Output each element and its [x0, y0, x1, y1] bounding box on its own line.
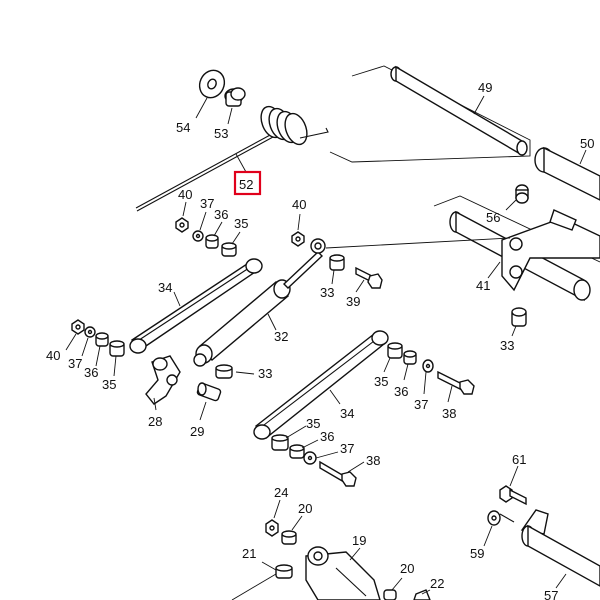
bolt-38-lower[interactable]: [319, 460, 357, 487]
label-19: 19: [352, 533, 366, 548]
label-40-center: 40: [292, 197, 306, 212]
label-38-lower: 38: [366, 453, 380, 468]
shaft-50[interactable]: [534, 146, 600, 201]
washer-54[interactable]: [195, 66, 229, 102]
link-34-lower[interactable]: [253, 330, 389, 440]
label-37-upper: 37: [200, 196, 214, 211]
collar-33-lower[interactable]: [215, 364, 233, 379]
label-40-upper: 40: [178, 187, 192, 202]
washer-37-left[interactable]: [84, 326, 96, 338]
label-33-center: 33: [320, 285, 334, 300]
label-32: 32: [274, 329, 288, 344]
label-20-upper: 20: [298, 501, 312, 516]
label-50: 50: [580, 136, 594, 151]
spacer-36-lower[interactable]: [289, 444, 305, 459]
label-36-left: 36: [84, 365, 98, 380]
link-34-upper[interactable]: [129, 258, 263, 354]
nut-40-center[interactable]: [291, 231, 305, 247]
spacer-36-left[interactable]: [95, 332, 109, 347]
arm-19[interactable]: [305, 546, 381, 600]
shaft-49[interactable]: [390, 65, 528, 157]
nut-24[interactable]: [265, 519, 279, 537]
label-34-upper: 34: [158, 280, 172, 295]
label-37-mid: 37: [414, 397, 428, 412]
nut-40-left[interactable]: [71, 319, 85, 335]
label-38-upper: 38: [442, 406, 456, 421]
label-35-left: 35: [102, 377, 116, 392]
bushing-35-lower[interactable]: [271, 434, 289, 451]
bushing-35-mid[interactable]: [387, 342, 403, 359]
collar-53[interactable]: [224, 87, 246, 107]
nut-40-upper[interactable]: [175, 217, 189, 233]
label-53: 53: [214, 126, 228, 141]
washer-37-upper[interactable]: [192, 230, 204, 242]
spacer-36-mid[interactable]: [403, 350, 417, 365]
label-49: 49: [478, 80, 492, 95]
bolt-61[interactable]: [499, 485, 527, 506]
label-22: 22: [430, 576, 444, 591]
bolt-38-upper[interactable]: [437, 370, 475, 395]
washer-37-mid[interactable]: [422, 359, 434, 373]
highlight-box-52: [233, 170, 262, 196]
bracket-28[interactable]: [145, 355, 181, 405]
label-54: 54: [176, 120, 190, 135]
label-37-left: 37: [68, 356, 82, 371]
washer-37-lower[interactable]: [303, 451, 317, 465]
detail-frame-49: [329, 65, 531, 163]
bushing-35-upper[interactable]: [221, 242, 237, 257]
label-61: 61: [512, 452, 526, 467]
label-40-left: 40: [46, 348, 60, 363]
bushing-20-upper[interactable]: [281, 530, 297, 545]
collar-33-center[interactable]: [329, 254, 345, 271]
label-33-lower: 33: [258, 366, 272, 381]
collar-33-right[interactable]: [511, 307, 527, 327]
pivot-arm-41[interactable]: [449, 209, 600, 302]
label-20-lower: 20: [400, 561, 414, 576]
label-24: 24: [274, 485, 288, 500]
label-33-right: 33: [500, 338, 514, 353]
label-36-mid: 36: [394, 384, 408, 399]
label-29: 29: [190, 424, 204, 439]
label-21: 21: [242, 546, 256, 561]
label-36-upper: 36: [214, 207, 228, 222]
bushing-35-left[interactable]: [109, 340, 125, 357]
bracket-59[interactable]: [487, 510, 515, 526]
shock-absorber-32[interactable]: [193, 238, 326, 367]
torsion-spring-52[interactable]: [135, 104, 329, 212]
bolt-39[interactable]: [355, 266, 383, 289]
pin-29[interactable]: [196, 382, 222, 402]
label-35-lower: 35: [306, 416, 320, 431]
arm-57[interactable]: [520, 509, 600, 587]
label-57: 57: [544, 588, 558, 600]
label-59: 59: [470, 546, 484, 561]
label-39: 39: [346, 294, 360, 309]
bushing-56[interactable]: [515, 184, 529, 204]
label-35-mid: 35: [374, 374, 388, 389]
label-56: 56: [486, 210, 500, 225]
label-34-lower: 34: [340, 406, 354, 421]
spacer-36-upper[interactable]: [205, 234, 219, 249]
collar-21[interactable]: [275, 564, 293, 579]
label-52: 52: [239, 177, 253, 192]
label-28: 28: [148, 414, 162, 429]
label-41: 41: [476, 278, 490, 293]
label-36-lower: 36: [320, 429, 334, 444]
label-35-upper: 35: [234, 216, 248, 231]
label-37-lower: 37: [340, 441, 354, 456]
bushing-20-lower[interactable]: [383, 589, 397, 600]
